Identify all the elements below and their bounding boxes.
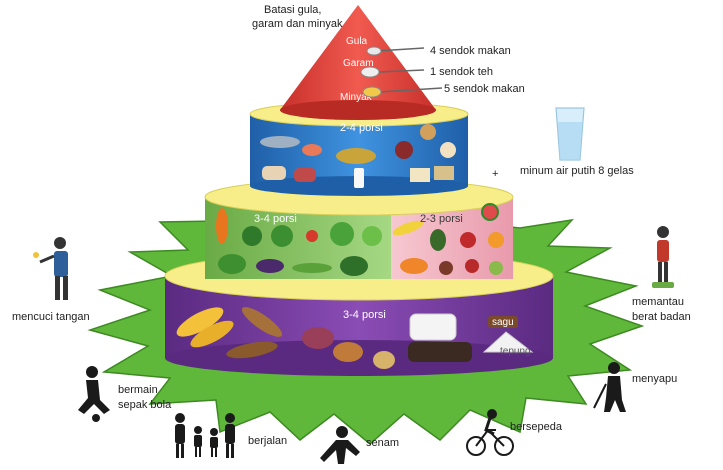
sagu-label: sagu <box>492 317 514 328</box>
plus-sign: + <box>492 168 498 180</box>
activity-football-line2: sepak bola <box>118 399 172 411</box>
cycling-figure-icon <box>466 409 514 456</box>
potato-icon <box>373 351 395 369</box>
avocado-icon <box>430 229 446 251</box>
handwash-figure-icon <box>33 237 68 300</box>
spoon-icon <box>366 46 382 56</box>
activity-walk: berjalan <box>248 435 287 447</box>
cassava-icon <box>226 341 278 359</box>
apple-icon <box>460 232 476 248</box>
papaya-icon <box>400 258 428 274</box>
leafy-greens-icon <box>330 222 354 246</box>
top-title-line1: Batasi gula, <box>264 4 321 16</box>
spinach-icon <box>271 225 293 247</box>
rambutan-icon <box>465 259 479 273</box>
sagu-icon <box>488 316 518 328</box>
meat-icon <box>294 168 316 182</box>
sugar-label: Gula <box>346 36 368 47</box>
shrimp-icon <box>302 144 322 156</box>
lettuce-icon <box>362 226 382 246</box>
eggs-icon <box>440 142 456 158</box>
protein-porsi-label: 2-4 porsi <box>340 122 383 134</box>
fruits-porsi-label: 2-3 porsi <box>420 213 463 225</box>
beans-icon <box>395 141 413 159</box>
sugar-amount: 4 sendok makan <box>430 45 511 57</box>
corn-icon <box>176 307 224 337</box>
tier-staples: 3-4 porsi sagu tepung <box>164 251 554 376</box>
football-figure-icon <box>78 366 110 422</box>
oil-label: Minyak <box>340 92 373 103</box>
sweet-potato-icon <box>302 327 334 349</box>
cabbage-icon <box>218 254 246 274</box>
activity-cycling: bersepeda <box>510 421 563 433</box>
activity-sweep: menyapu <box>632 373 677 385</box>
cassava-icon <box>241 307 283 337</box>
salt-label: Garam <box>343 58 374 69</box>
activity-weight-line2: berat badan <box>632 311 691 323</box>
carrot-icon <box>216 208 228 244</box>
top-title-line2: garam dan minyak <box>252 18 343 30</box>
sweet-potato-icon <box>333 342 363 362</box>
water-text: minum air putih 8 gelas <box>520 165 634 177</box>
corn-icon <box>190 320 234 348</box>
black-rice-icon <box>408 342 472 362</box>
activity-exercise: senam <box>366 437 399 449</box>
watermelon-icon <box>481 203 499 221</box>
tier-vegetables-fruits: 3-4 porsi 2-3 porsi <box>204 178 514 279</box>
tofu-icon <box>410 168 430 182</box>
chicken-icon <box>262 166 286 180</box>
spoon-icon <box>362 86 382 98</box>
cone-sugar-salt-oil: Gula Garam Minyak <box>280 5 443 120</box>
guava-icon <box>489 261 503 275</box>
walking-family-icon <box>175 413 235 458</box>
rice-icon <box>409 313 457 341</box>
flour-icon <box>482 331 534 353</box>
carp-icon <box>336 148 376 164</box>
vegetables-porsi-label: 3-4 porsi <box>254 213 297 225</box>
weighing-figure-icon <box>652 226 674 288</box>
activity-football-line1: bermain <box>118 384 158 396</box>
sweeping-figure-icon <box>593 362 626 412</box>
banana-icon <box>392 220 424 236</box>
kale-icon <box>340 256 368 276</box>
broccoli-icon <box>242 226 262 246</box>
oil-amount: 5 sendok makan <box>444 83 525 95</box>
beans-icon <box>292 263 332 273</box>
eggplant-icon <box>256 259 284 273</box>
milk-icon <box>354 168 364 188</box>
exercise-figure-icon <box>320 426 360 464</box>
spoon-icon <box>360 66 380 78</box>
tepung-label: tepung <box>500 346 531 357</box>
peanuts-icon <box>420 124 436 140</box>
orange-icon <box>488 232 504 248</box>
tempeh-icon <box>434 166 454 180</box>
tomato-icon <box>306 230 318 242</box>
staples-porsi-label: 3-4 porsi <box>343 309 386 321</box>
activity-weight-line1: memantau <box>632 296 684 308</box>
salt-amount: 1 sendok teh <box>430 66 493 78</box>
fish-icon <box>260 136 300 148</box>
salak-icon <box>439 261 453 275</box>
water-glass-icon <box>555 107 585 161</box>
activity-handwash: mencuci tangan <box>12 311 90 323</box>
